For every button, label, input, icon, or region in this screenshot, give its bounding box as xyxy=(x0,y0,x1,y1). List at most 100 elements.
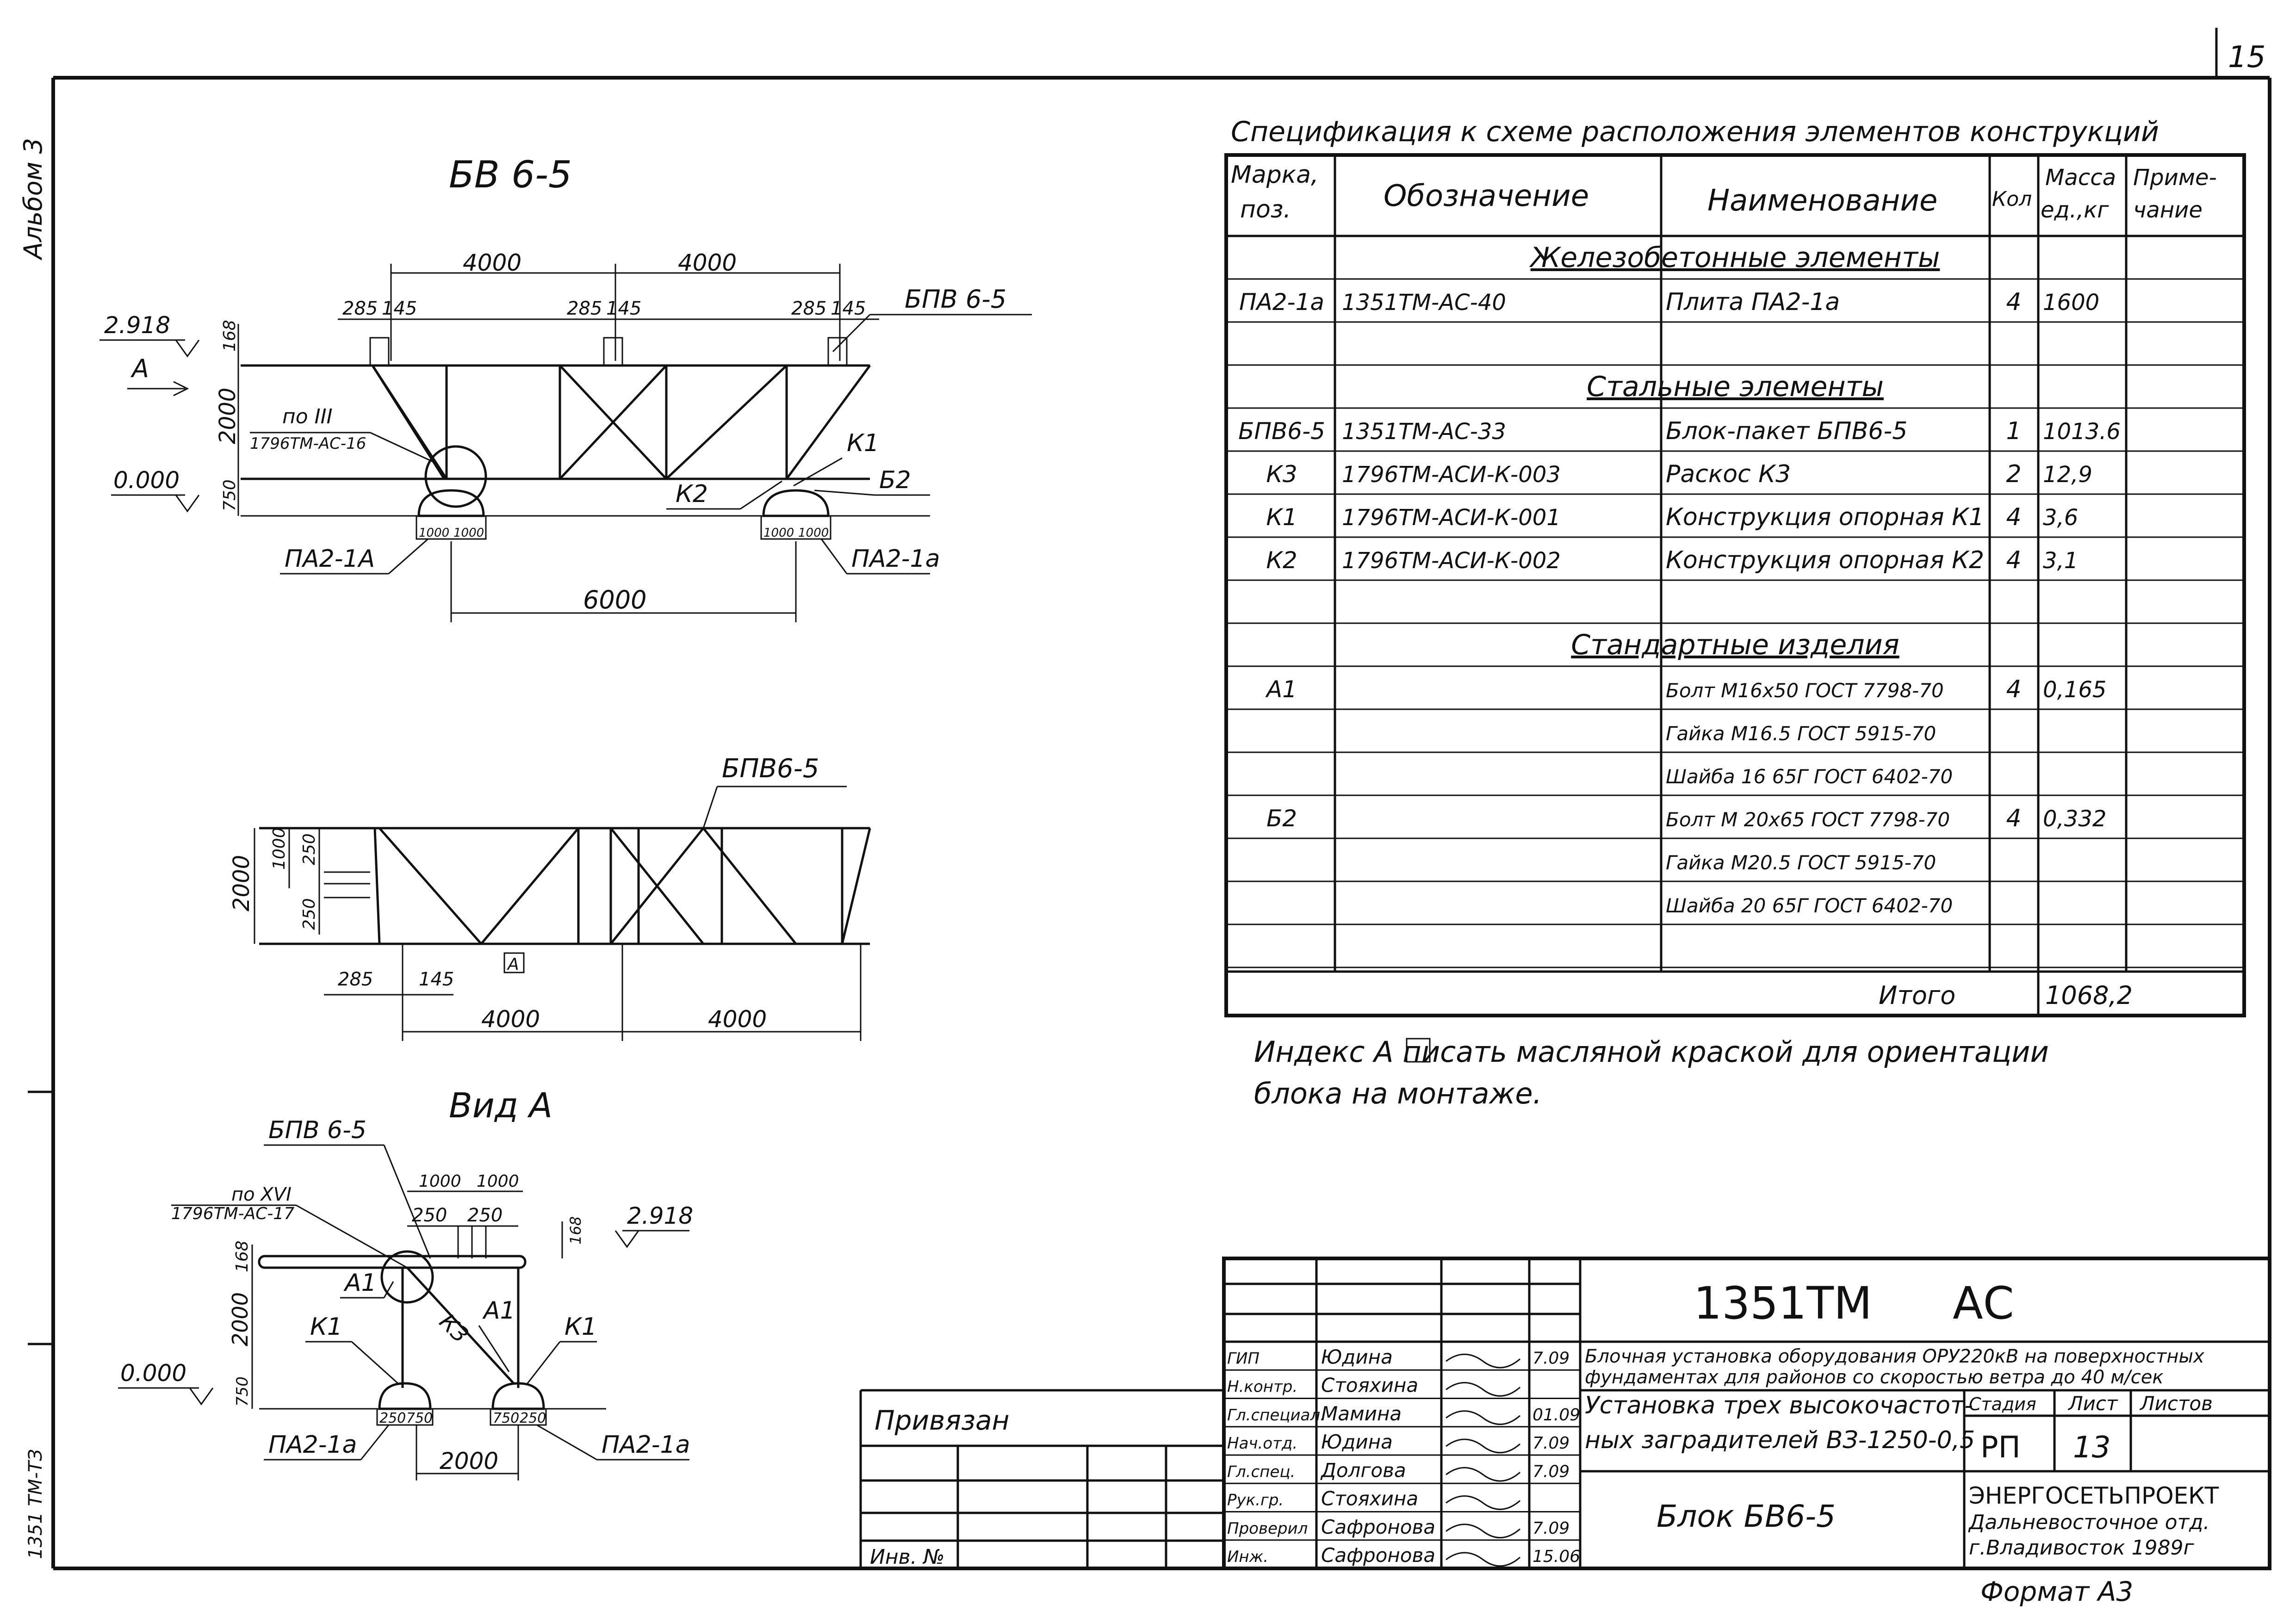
dim-2000: 2000 xyxy=(215,388,241,444)
note-po: по III xyxy=(282,405,333,428)
spec-cell-mass: 1600 xyxy=(2043,290,2099,316)
signature-icon xyxy=(1446,1524,1520,1538)
people-name: Мамина xyxy=(1321,1402,1402,1425)
spec-total-label: Итого xyxy=(1879,981,1955,1010)
header-mass-1: Масса xyxy=(2045,165,2116,191)
header-mark-2: поз. xyxy=(1240,196,1291,223)
people-date: 15.06 xyxy=(1533,1547,1580,1566)
drawing-view-a: Вид А БПВ 6-5 по XVI 1796ТМ-АС-17 1000 1… xyxy=(118,1086,693,1481)
signature-icon xyxy=(1446,1467,1520,1482)
view-dim-250-r: 250 xyxy=(520,1410,546,1426)
privyazan-label: Привязан xyxy=(875,1405,1010,1436)
people-role: Н.контр. xyxy=(1227,1378,1297,1396)
spec-cell-qty: 1 xyxy=(2006,417,2021,445)
plan-dim-145: 145 xyxy=(419,969,454,990)
signature-icon xyxy=(1446,1382,1520,1397)
people-role: Гл.спец. xyxy=(1227,1462,1295,1481)
spec-cell-name: Конструкция опорная К2 xyxy=(1666,546,1984,574)
spec-cell-name: Шайба 20 65Г ГОСТ 6402-70 xyxy=(1666,894,1953,917)
view-pa-right: ПА2-1а xyxy=(602,1431,690,1459)
spec-section: Стандартные изделия xyxy=(1571,629,1899,661)
spec-cell-name: Болт М16х50 ГОСТ 7798-70 xyxy=(1666,679,1944,702)
spec-cell-qty: 4 xyxy=(2006,675,2021,703)
spec-cell-qty: 4 xyxy=(2006,288,2021,316)
view-a1-left: А1 xyxy=(343,1269,377,1297)
view-k1-right: К1 xyxy=(565,1313,597,1341)
plan-index: А xyxy=(507,955,519,974)
people-date: 7.09 xyxy=(1533,1519,1570,1538)
spec-footnote-1: Индекс А писать масляной краской для ори… xyxy=(1254,1035,2049,1069)
spec-total-value: 1068,2 xyxy=(2045,981,2133,1010)
tb-org-1: ЭНЕРГОСЕТЬПРОЕКТ xyxy=(1969,1482,2219,1509)
spec-section: Железобетонные элементы xyxy=(1529,242,1940,274)
dim-4000-b: 4000 xyxy=(678,249,737,276)
people-date: 7.09 xyxy=(1533,1434,1570,1453)
spec-cell-qty: 2 xyxy=(2006,460,2021,488)
dim-285-b: 285 xyxy=(567,298,602,319)
view-dim-750: 750 xyxy=(233,1376,252,1406)
tb-subtitle-2: ных заградителей ВЗ-1250-0,5 xyxy=(1585,1426,1975,1454)
view-k3: К3 xyxy=(434,1309,473,1348)
people-name: Сафронова xyxy=(1321,1544,1435,1567)
header-name: Наименование xyxy=(1707,184,1937,218)
view-a-title: Вид А xyxy=(449,1086,552,1126)
spec-section: Стальные элементы xyxy=(1587,371,1884,403)
dim-1000-r1: 1000 xyxy=(763,526,794,540)
header-note-1: Приме- xyxy=(2133,165,2217,191)
view-dim-750-l: 750 xyxy=(406,1410,433,1426)
people-date: 7.09 xyxy=(1533,1462,1570,1481)
header-code: Обозначение xyxy=(1384,179,1589,213)
spec-cell-mark: К1 xyxy=(1266,504,1297,531)
people-role: Гл.специал. xyxy=(1227,1406,1325,1425)
people-role: Рук.гр. xyxy=(1227,1491,1284,1510)
level-top: 2.918 xyxy=(104,312,170,339)
signature-icon xyxy=(1446,1552,1520,1567)
spec-cell-name: Шайба 16 65Г ГОСТ 6402-70 xyxy=(1666,765,1953,788)
plan-dim-250-b: 250 xyxy=(300,898,319,930)
tb-code: 1351ТМ xyxy=(1694,1277,1872,1329)
spec-cell-mark: К3 xyxy=(1266,461,1297,488)
label-pa-left: ПА2-1А xyxy=(285,545,375,573)
people-name: Стояхина xyxy=(1321,1487,1418,1510)
spec-cell-mark: А1 xyxy=(1265,676,1297,703)
spec-cell-name: Плита ПА2-1а xyxy=(1666,288,1840,316)
header-mass-2: ед.,кг xyxy=(2041,197,2109,223)
dim-6000: 6000 xyxy=(583,585,646,614)
format-label: Формат А3 xyxy=(1980,1576,2133,1607)
label-b2: Б2 xyxy=(879,466,911,494)
view-dim-168: 168 xyxy=(233,1240,252,1272)
dim-145-c: 145 xyxy=(831,298,866,319)
header-qty: Кол xyxy=(1992,187,2032,211)
view-label-bpv: БПВ 6-5 xyxy=(268,1116,366,1144)
view-dim-250-a: 250 xyxy=(412,1205,447,1226)
dim-1000-l1: 1000 xyxy=(419,526,449,540)
plan-dim-250-a: 250 xyxy=(300,833,319,865)
tb-stage-code: АС xyxy=(1953,1277,2014,1329)
people-name: Долгова xyxy=(1320,1459,1406,1481)
view-a1-right: А1 xyxy=(482,1297,515,1325)
signature-icon xyxy=(1446,1410,1520,1425)
people-role: Нач.отд. xyxy=(1227,1434,1297,1453)
signature-icon xyxy=(1446,1495,1520,1510)
drawing-title: БВ 6-5 xyxy=(449,153,572,196)
people-role: Проверил xyxy=(1227,1519,1308,1538)
signature-icon xyxy=(1446,1353,1520,1369)
view-level-zero: 0.000 xyxy=(120,1360,186,1387)
drawing-bv6-5: БВ 6-5 4000 4000 285 145 285 145 285 145… xyxy=(99,153,1032,622)
tb-org-3: г.Владивосток 1989г xyxy=(1969,1536,2195,1560)
spec-title: Спецификация к схеме расположения элемен… xyxy=(1231,116,2159,148)
dim-145-b: 145 xyxy=(606,298,641,319)
note-doc: 1796ТМ-АС-16 xyxy=(250,434,366,453)
spec-cell-mass: 12,9 xyxy=(2043,462,2092,488)
spec-table: Спецификация к схеме расположения элемен… xyxy=(1224,116,2246,1110)
dim-168: 168 xyxy=(220,320,239,352)
tb-org-2: Дальневосточное отд. xyxy=(1968,1511,2210,1534)
plan-dim-285: 285 xyxy=(338,969,373,990)
people-name: Юдина xyxy=(1321,1431,1393,1453)
header-mark-1: Марка, xyxy=(1231,161,1319,189)
tb-description-1: Блочная установка оборудования ОРУ220кВ … xyxy=(1585,1346,2204,1367)
dim-145-a: 145 xyxy=(382,298,417,319)
tb-stage-label: Стадия xyxy=(1969,1394,2036,1414)
spec-cell-mark: Б2 xyxy=(1266,805,1297,832)
